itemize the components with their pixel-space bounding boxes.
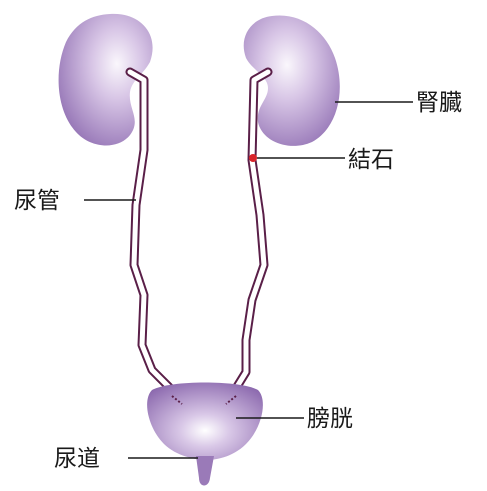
label-kidney: 腎臓 <box>416 90 462 116</box>
label-stone: 結石 <box>348 147 394 173</box>
bladder <box>147 383 263 461</box>
label-ureter: 尿管 <box>14 188 60 214</box>
label-bladder: 膀胱 <box>307 406 353 432</box>
urethra <box>196 456 214 486</box>
kidney-stone <box>249 154 257 162</box>
label-urethra: 尿道 <box>54 446 100 472</box>
